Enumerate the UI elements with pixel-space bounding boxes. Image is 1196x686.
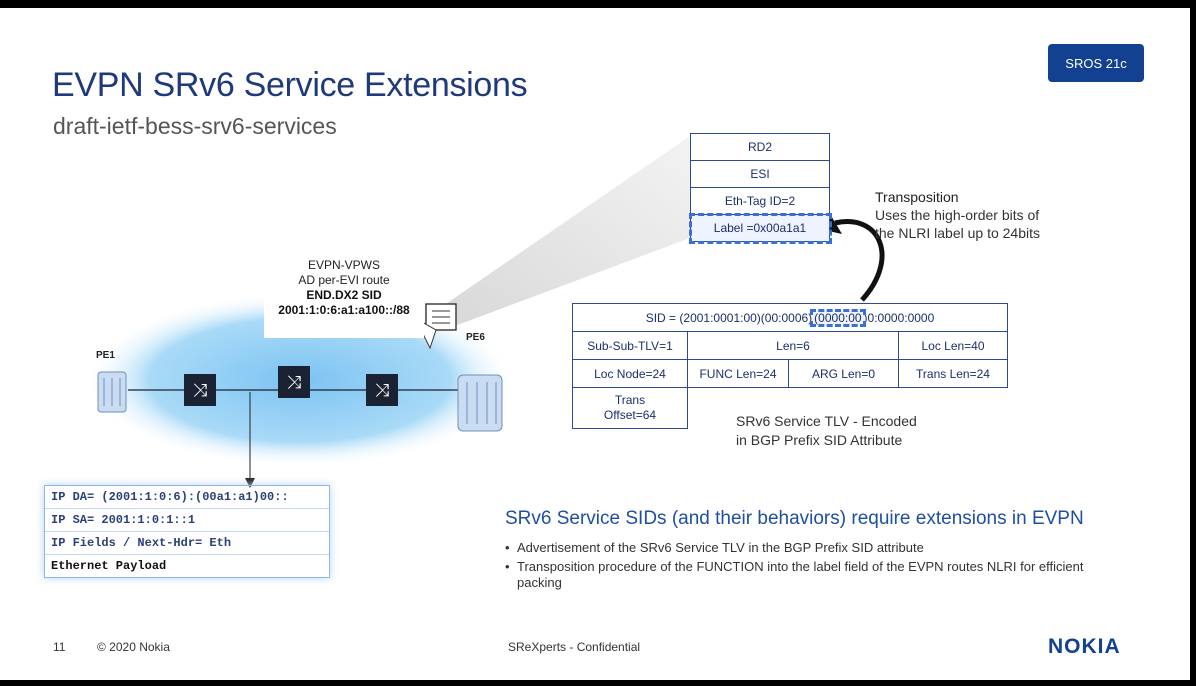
slide-title: EVPN SRv6 Service Extensions xyxy=(52,66,528,104)
nlri-eth-tag: Eth-Tag ID=2 xyxy=(690,187,830,215)
transposition-title: Transposition xyxy=(875,189,959,205)
trans-len: Trans Len=24 xyxy=(898,359,1008,388)
sid-tlv-table: SID = (2001:0001:00)(00:0006)(0000:00)0:… xyxy=(572,303,1008,429)
packet-header-stack: IP DA= (2001:1:0:6):(00a1:a1)00:: IP SA=… xyxy=(44,485,330,578)
func-len: FUNC Len=24 xyxy=(687,359,789,388)
slide-subtitle: draft-ietf-bess-srv6-services xyxy=(53,113,337,139)
page-number: 11 xyxy=(53,640,66,654)
tlv-caption-line2: in BGP Prefix SID Attribute xyxy=(736,432,903,448)
loc-len: Loc Len=40 xyxy=(898,331,1008,360)
packet-ip-fields: IP Fields / Next-Hdr= Eth xyxy=(45,532,329,555)
sub-sub-tlv: Sub-Sub-TLV=1 xyxy=(572,331,688,360)
tlv-caption-line1: SRv6 Service TLV - Encoded xyxy=(736,413,917,429)
requirement-heading: SRv6 Service SIDs (and their behaviors) … xyxy=(505,508,1084,529)
sid-value-cell: SID = (2001:0001:00)(00:0006)(0000:00)0:… xyxy=(572,303,1008,332)
nlri-rd: RD2 xyxy=(690,133,830,161)
sid-prefix: SID = (2001:0001:00)(00:0006) xyxy=(645,310,813,325)
pe6-label: PE6 xyxy=(466,332,485,343)
callout-line1: EVPN-VPWS xyxy=(307,258,380,272)
sid-suffix: )0:0000:0000 xyxy=(863,310,935,325)
callout-line4: 2001:1:0:6:a1:a100::/88 xyxy=(278,303,410,317)
confidential-note: SReXperts - Confidential xyxy=(508,640,641,654)
packet-arrow-head xyxy=(245,478,255,488)
bullet-item: Advertisement of the SRv6 Service TLV in… xyxy=(505,540,1125,556)
bullet-item: Transposition procedure of the FUNCTION … xyxy=(505,559,1125,591)
zoom-beam xyxy=(440,136,690,326)
packet-payload: Ethernet Payload xyxy=(51,559,167,573)
screen-edge xyxy=(1190,8,1196,680)
trans-offset: Trans Offset=64 xyxy=(572,387,688,429)
nokia-logo: NOKIA xyxy=(1048,635,1121,658)
arg-len: ARG Len=0 xyxy=(788,359,899,388)
loc-node: Loc Node=24 xyxy=(572,359,688,388)
pe6-device xyxy=(457,374,503,432)
router-icon: ⤨ xyxy=(184,374,216,406)
pe1-label: PE1 xyxy=(96,350,115,361)
trans-offset-line2: Offset=64 xyxy=(603,408,657,422)
transposition-note: Transposition Uses the high-order bits o… xyxy=(875,188,1040,242)
packet-ip-da: IP DA= (2001:1:0:6):(00a1:a1)00:: xyxy=(45,486,329,509)
route-callout: EVPN-VPWS AD per-EVI route END.DX2 SID 2… xyxy=(264,254,424,338)
nlri-table: RD2 ESI Eth-Tag ID=2 Label =0x00a1a1 xyxy=(688,133,832,244)
len: Len=6 xyxy=(687,331,899,360)
nlri-label: Label =0x00a1a1 xyxy=(688,212,832,244)
tlv-caption: SRv6 Service TLV - Encoded in BGP Prefix… xyxy=(736,412,917,450)
transposition-arrow xyxy=(834,219,885,302)
route-doc-icon xyxy=(425,303,457,331)
transposition-line-1: Uses the high-order bits of xyxy=(875,207,1040,223)
packet-ip-sa: IP SA= 2001:1:0:1::1 xyxy=(45,509,329,532)
copyright: © 2020 Nokia xyxy=(97,640,170,654)
trans-offset-line1: Trans xyxy=(614,393,646,407)
slide: EVPN SRv6 Service Extensions draft-ietf-… xyxy=(0,8,1196,680)
router-icon: ⤨ xyxy=(278,366,310,398)
nlri-esi: ESI xyxy=(690,160,830,188)
callout-line3: END.DX2 SID xyxy=(306,288,382,302)
bullet-list: Advertisement of the SRv6 Service TLV in… xyxy=(505,540,1125,594)
version-badge: SROS 21c xyxy=(1048,44,1144,82)
transposition-line-2: the NLRI label up to 24bits xyxy=(875,225,1040,241)
router-icon: ⤨ xyxy=(366,374,398,406)
callout-line2: AD per-EVI route xyxy=(298,273,390,287)
sid-highlight: (0000:00 xyxy=(810,308,866,327)
